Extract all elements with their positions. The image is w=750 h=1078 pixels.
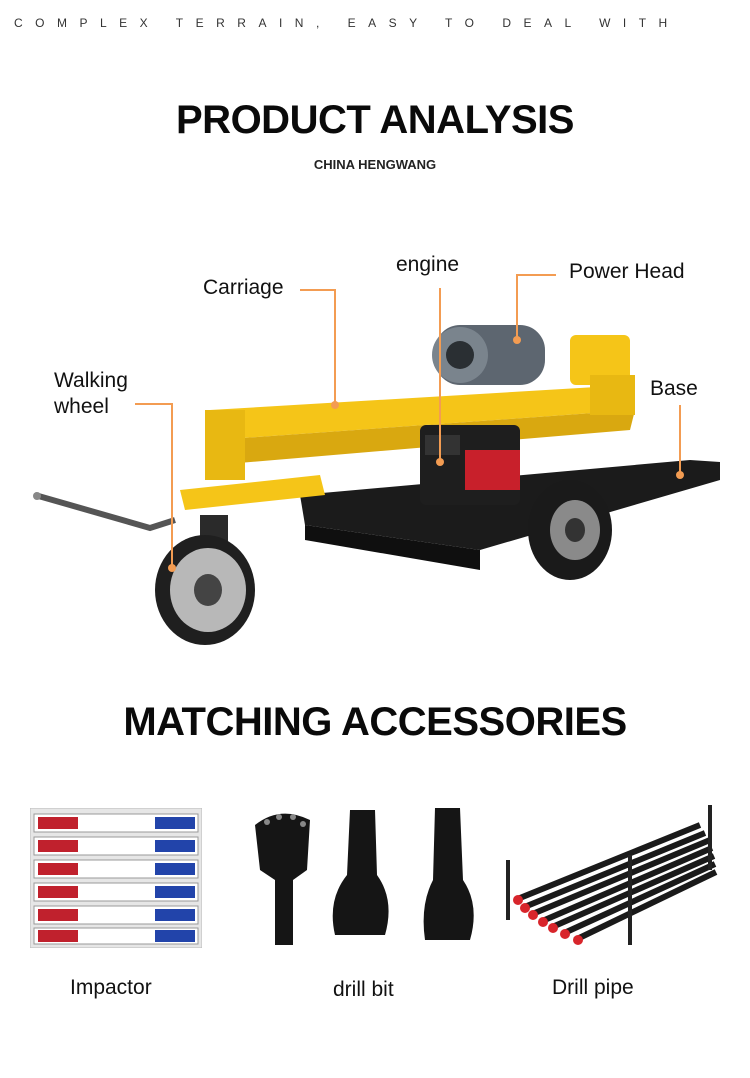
drill-pipe-rack-icon (506, 805, 718, 945)
callout-walking-wheel: Walking wheel (54, 368, 128, 420)
matching-accessories-title: MATCHING ACCESSORIES (123, 700, 627, 744)
tagline: COMPLEX TERRAIN, EASY TO DEAL WITH (14, 16, 680, 30)
impactor-box-icon (30, 808, 202, 948)
callout-walking-wheel-line1: Walking (54, 369, 128, 392)
callout-engine: engine (396, 253, 460, 276)
callout-leader-lines (135, 274, 684, 572)
callout-walking-wheel-line2: wheel (54, 395, 109, 418)
product-analysis-title: PRODUCT ANALYSIS (176, 98, 574, 142)
accessory-label-drill-bit: drill bit (333, 978, 394, 1001)
callout-base: Base (650, 377, 698, 400)
callout-carriage: Carriage (203, 276, 284, 299)
callout-power-head: Power Head (569, 260, 685, 283)
drilling-rig-illustration (33, 325, 720, 645)
drill-bit-icon (255, 808, 474, 945)
accessory-label-impactor: Impactor (70, 976, 152, 999)
product-analysis-subtitle: CHINA HENGWANG (313, 157, 437, 172)
accessory-label-drill-pipe: Drill pipe (552, 976, 634, 999)
